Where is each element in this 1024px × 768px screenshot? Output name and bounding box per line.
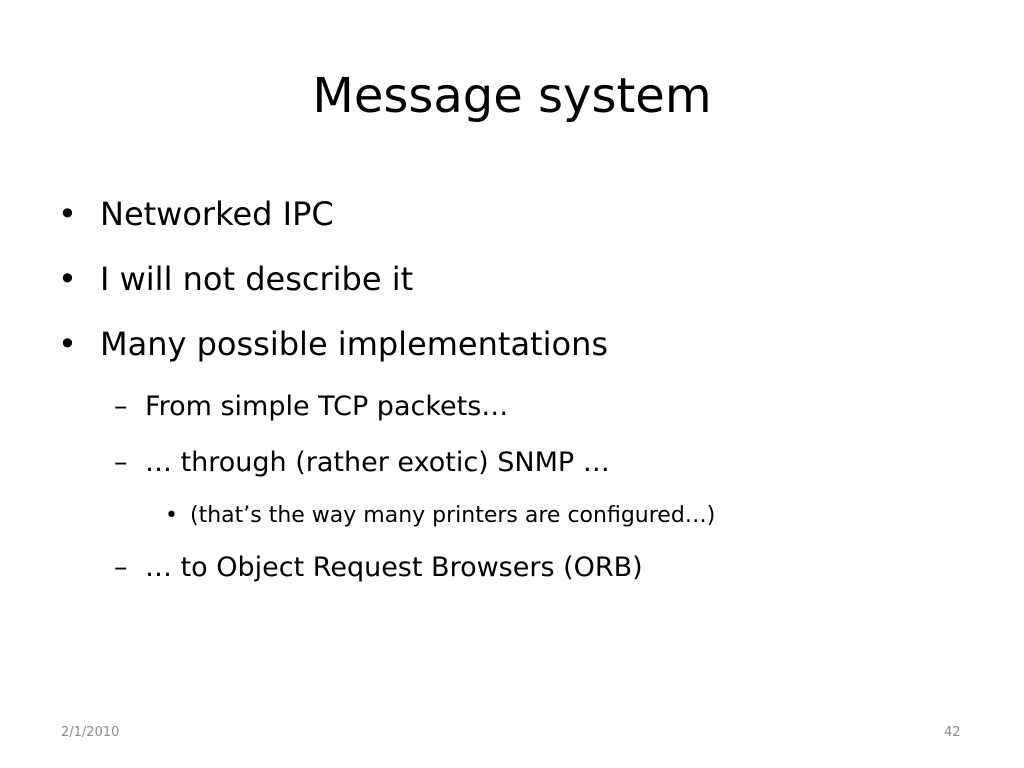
sub-bullet-text: … through (rather exotic) SNMP … [145, 447, 610, 478]
bullet-marker: • [58, 325, 77, 363]
bullet-text: Networked IPC [100, 195, 334, 233]
bullet-marker: • [58, 195, 77, 233]
bullet-text: I will not describe it [100, 260, 414, 298]
bullet-marker: • [58, 260, 77, 298]
sub-bullet-text: From simple TCP packets… [145, 391, 509, 422]
footer-page-number: 42 [944, 725, 961, 740]
dash-marker: – [114, 447, 128, 478]
bullet-text: Many possible implementations [100, 325, 609, 363]
sub-sub-bullet-text: (that’s the way many printers are config… [190, 503, 716, 528]
bullet-marker: • [165, 503, 178, 528]
sub-bullet-text: … to Object Request Browsers (ORB) [145, 552, 643, 583]
dash-marker: – [114, 552, 128, 583]
slide-title: Message system [312, 68, 712, 124]
footer-date: 2/1/2010 [61, 725, 120, 740]
dash-marker: – [114, 391, 128, 422]
